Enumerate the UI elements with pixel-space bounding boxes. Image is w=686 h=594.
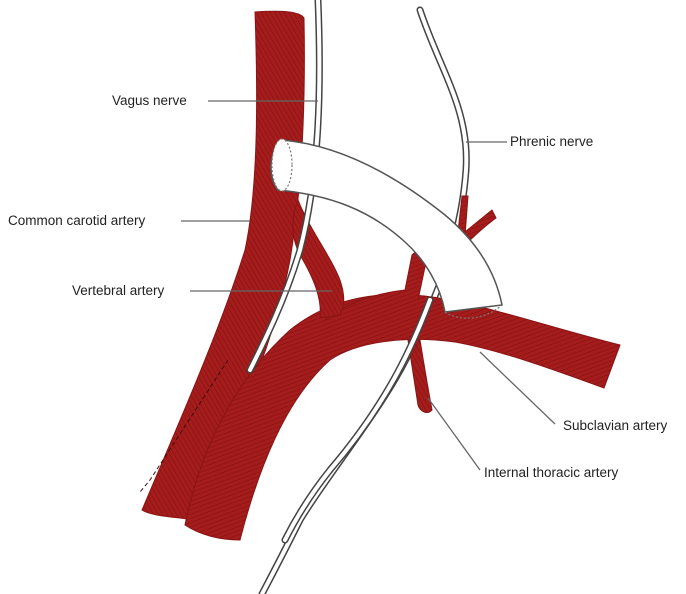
internal-thoracic-leader — [428, 398, 480, 470]
vertebral-artery-label: Vertebral artery — [72, 283, 164, 299]
vagus-nerve-label: Vagus nerve — [112, 93, 187, 109]
internal-thoracic-artery-label: Internal thoracic artery — [484, 465, 618, 481]
common-carotid-artery-label: Common carotid artery — [8, 213, 145, 229]
phrenic-nerve-label: Phrenic nerve — [510, 134, 593, 150]
subclavian-artery-label: Subclavian artery — [563, 418, 667, 434]
